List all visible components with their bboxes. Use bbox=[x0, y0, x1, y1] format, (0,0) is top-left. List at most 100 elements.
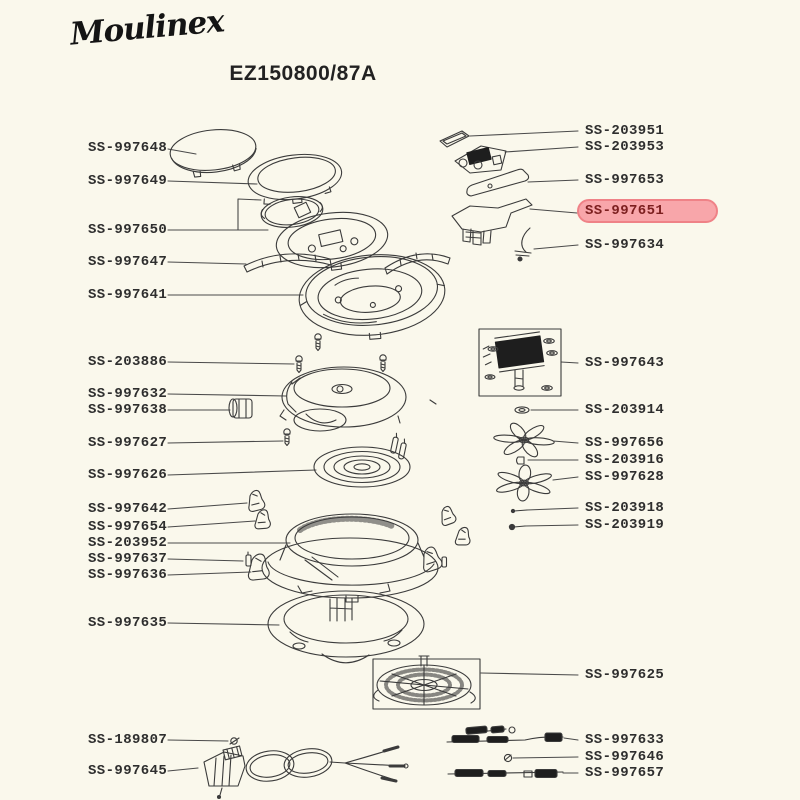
leader-ss997649 bbox=[168, 181, 257, 184]
leader-ss997647 bbox=[168, 262, 246, 264]
leader-ss997651 bbox=[530, 209, 577, 213]
part-drawing-clip-997654 bbox=[253, 508, 274, 532]
part-label-ss997647[interactable]: SS-997647 bbox=[88, 254, 168, 270]
part-label-ss997648[interactable]: SS-997648 bbox=[88, 140, 168, 156]
part-drawing-screw-997627 bbox=[283, 428, 291, 447]
part-label-ss997641[interactable]: SS-997641 bbox=[88, 287, 168, 303]
part-drawing-membrane bbox=[467, 169, 529, 196]
part-drawing-power-cord bbox=[204, 746, 408, 799]
part-drawing-fan-lower bbox=[482, 458, 566, 508]
leader-ss997632 bbox=[168, 394, 286, 396]
part-label-ss203952[interactable]: SS-203952 bbox=[88, 535, 168, 551]
part-label-ss997643[interactable]: SS-997643 bbox=[585, 355, 665, 371]
part-drawing-reflector-bowl bbox=[280, 367, 436, 431]
leader-lines bbox=[168, 131, 578, 773]
leader-ss203886 bbox=[168, 362, 294, 364]
part-drawing-pcb bbox=[455, 146, 506, 173]
leader-ss997642 bbox=[168, 503, 247, 509]
part-drawing-grommet bbox=[504, 754, 511, 761]
part-drawing-pot-body bbox=[262, 514, 438, 602]
page-title: EZ150800/87A bbox=[229, 62, 377, 85]
leader-ss203951 bbox=[470, 131, 578, 136]
leader-ss189807 bbox=[168, 740, 228, 741]
part-label-ss997642[interactable]: SS-997642 bbox=[88, 501, 168, 517]
part-drawing-washer-203914 bbox=[514, 406, 530, 414]
part-label-ss997625[interactable]: SS-997625 bbox=[585, 667, 665, 683]
leader-ss997654 bbox=[168, 521, 255, 527]
leader-ss997653 bbox=[528, 180, 578, 182]
part-label-ss997656[interactable]: SS-997656 bbox=[585, 435, 665, 451]
leader-ss997625 bbox=[481, 673, 578, 675]
part-drawing-base-ring bbox=[268, 591, 424, 663]
leader-ss997643 bbox=[561, 362, 578, 363]
leader-ss997626 bbox=[168, 470, 316, 475]
part-label-ss997626[interactable]: SS-997626 bbox=[88, 467, 168, 483]
part-drawing-bracket-997651 bbox=[452, 199, 532, 245]
part-label-ss997646[interactable]: SS-997646 bbox=[585, 749, 665, 765]
leader-ss997637 bbox=[168, 559, 243, 561]
leader-ss997648 bbox=[168, 149, 196, 154]
part-drawing-harness-997657 bbox=[448, 770, 563, 778]
leader-ss203918 bbox=[527, 508, 578, 510]
part-drawing-fan-upper bbox=[492, 421, 556, 459]
part-label-ss997637[interactable]: SS-997637 bbox=[88, 551, 168, 567]
part-drawing-lid-body bbox=[296, 249, 449, 345]
leader-ss203953 bbox=[505, 147, 578, 152]
leader-ss997646 bbox=[513, 757, 578, 758]
part-label-ss997636[interactable]: SS-997636 bbox=[88, 567, 168, 583]
part-label-ss203886[interactable]: SS-203886 bbox=[88, 354, 168, 370]
part-label-ss997649[interactable]: SS-997649 bbox=[88, 173, 168, 189]
part-label-ss189807[interactable]: SS-189807 bbox=[88, 732, 168, 748]
part-label-ss997635[interactable]: SS-997635 bbox=[88, 615, 168, 631]
part-drawing-display-window bbox=[440, 131, 469, 147]
leader-ss997627 bbox=[168, 441, 283, 443]
part-drawing-grill-plate bbox=[373, 656, 480, 709]
leader-ss997650 bbox=[168, 199, 268, 230]
part-label-ss997632[interactable]: SS-997632 bbox=[88, 386, 168, 402]
part-drawing-clip-right-c bbox=[421, 545, 444, 573]
part-drawing-clip-right-a bbox=[440, 505, 457, 527]
part-label-ss203951[interactable]: SS-203951 bbox=[585, 123, 665, 139]
part-drawing-screw-189807 bbox=[230, 738, 239, 744]
part-drawing-pin-203919 bbox=[509, 524, 525, 529]
part-drawing-spacer-203916 bbox=[517, 457, 524, 464]
leader-ss997628 bbox=[553, 477, 578, 480]
part-drawing-clip-right-b bbox=[454, 525, 474, 548]
part-drawing-heating-coil bbox=[314, 433, 410, 487]
part-label-ss997651-highlighted[interactable]: SS-997651 bbox=[577, 199, 719, 223]
part-label-ss997654[interactable]: SS-997654 bbox=[88, 519, 168, 535]
part-drawing-pin-right bbox=[442, 557, 447, 567]
leader-ss997645 bbox=[168, 768, 198, 771]
leader-ss997635 bbox=[168, 623, 279, 625]
part-label-ss203953[interactable]: SS-203953 bbox=[585, 139, 665, 155]
leader-ss997656 bbox=[553, 441, 578, 443]
part-label-ss997645[interactable]: SS-997645 bbox=[88, 763, 168, 779]
part-label-ss997657[interactable]: SS-997657 bbox=[585, 765, 665, 781]
leader-ss203919 bbox=[525, 525, 578, 526]
leader-ss997634 bbox=[534, 245, 578, 249]
part-drawing-lid-ring bbox=[246, 149, 345, 208]
part-label-ss997627[interactable]: SS-997627 bbox=[88, 435, 168, 451]
part-label-ss203918[interactable]: SS-203918 bbox=[585, 500, 665, 516]
part-label-ss997633[interactable]: SS-997633 bbox=[585, 732, 665, 748]
part-drawing-strip-left bbox=[244, 254, 331, 272]
part-drawing-lid-cap bbox=[168, 126, 258, 180]
part-drawing-clip-997642 bbox=[248, 489, 266, 512]
part-label-ss997638[interactable]: SS-997638 bbox=[88, 402, 168, 418]
leader-ss997633 bbox=[564, 738, 578, 740]
part-label-ss203914[interactable]: SS-203914 bbox=[585, 402, 665, 418]
part-drawing-motor-assembly bbox=[479, 329, 561, 396]
part-drawing-pin-997637 bbox=[246, 552, 251, 566]
part-label-ss997653[interactable]: SS-997653 bbox=[585, 172, 665, 188]
part-label-ss203919[interactable]: SS-203919 bbox=[585, 517, 665, 533]
part-drawing-harness-997633 bbox=[447, 726, 563, 743]
part-drawing-bushing bbox=[229, 399, 252, 418]
part-label-ss997628[interactable]: SS-997628 bbox=[585, 469, 665, 485]
part-label-ss203916[interactable]: SS-203916 bbox=[585, 452, 665, 468]
leader-ss997636 bbox=[168, 572, 251, 575]
part-label-ss997650[interactable]: SS-997650 bbox=[88, 222, 168, 238]
part-drawing-pin-203918 bbox=[511, 509, 527, 512]
part-label-ss997634[interactable]: SS-997634 bbox=[585, 237, 665, 253]
